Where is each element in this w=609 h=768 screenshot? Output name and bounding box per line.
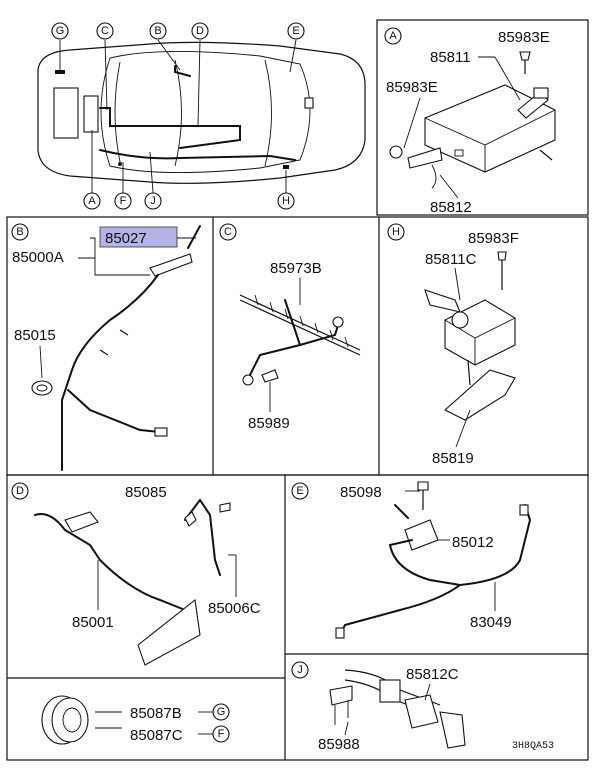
svg-text:J: J	[150, 195, 156, 207]
svg-text:85973B: 85973B	[270, 260, 322, 277]
svg-text:85983F: 85983F	[468, 230, 519, 247]
car-overview: G C B D E A F J H	[37, 22, 366, 210]
svg-text:D: D	[16, 485, 24, 497]
svg-text:83049: 83049	[470, 614, 512, 631]
overview-callout-D: D	[191, 22, 209, 40]
overview-callout-C: C	[96, 22, 114, 40]
overview-callout-J: J	[144, 192, 162, 210]
highlight-box	[99, 226, 178, 248]
svg-text:85819: 85819	[432, 450, 474, 467]
svg-text:C: C	[224, 226, 232, 238]
svg-text:85000A: 85000A	[12, 249, 64, 266]
svg-text:G: G	[217, 706, 226, 718]
svg-text:G: G	[56, 25, 65, 37]
overview-callout-B: B	[149, 22, 167, 40]
svg-text:D: D	[196, 25, 204, 37]
svg-text:B: B	[154, 25, 161, 37]
svg-text:85989: 85989	[248, 415, 290, 432]
svg-text:85811: 85811	[430, 49, 471, 66]
panel-H: H 85983F 85811C 85819	[387, 223, 519, 467]
svg-text:85001: 85001	[72, 614, 114, 631]
panel-J: J 85812C 85988 3H8QA53	[291, 661, 554, 753]
svg-text:A: A	[88, 195, 96, 207]
svg-text:85812C: 85812C	[406, 666, 459, 683]
svg-text:F: F	[218, 728, 225, 740]
svg-text:E: E	[296, 485, 303, 497]
svg-text:85812: 85812	[430, 199, 472, 216]
svg-text:85098: 85098	[340, 484, 382, 501]
panel-F: 85087B 85087C G F	[41, 695, 230, 745]
overview-callout-G: H	[277, 192, 295, 210]
panels-row3-frame	[6, 474, 589, 761]
svg-text:H: H	[282, 195, 290, 207]
svg-text:85087C: 85087C	[130, 727, 183, 744]
svg-text:3H8QA53: 3H8QA53	[512, 741, 554, 752]
svg-text:85006C: 85006C	[208, 600, 261, 617]
panel-A-frame	[376, 19, 589, 216]
svg-text:C: C	[101, 25, 109, 37]
overview-callout-E: E	[287, 22, 305, 40]
panel-B: B 85027 85000A 85015	[11, 223, 201, 471]
panel-A: A 85811 85983E 85983E 85812	[384, 27, 556, 216]
svg-text:F: F	[120, 195, 127, 207]
panel-E: E 85098 85012 83049	[291, 481, 532, 639]
svg-text:85085: 85085	[125, 484, 167, 501]
overview-callout-F: F	[114, 192, 132, 210]
svg-text:A: A	[389, 30, 397, 42]
overview-callout-A: A	[83, 192, 101, 210]
svg-text:85015: 85015	[14, 327, 56, 344]
svg-text:B: B	[16, 226, 23, 238]
panel-D: D 85085 85001 85006C	[11, 482, 261, 666]
svg-text:85027: 85027	[105, 230, 147, 247]
svg-text:85811C: 85811C	[425, 251, 477, 268]
svg-text:85012: 85012	[452, 534, 494, 551]
panel-C: C 85973B 85989	[219, 223, 361, 432]
svg-text:85983E: 85983E	[386, 79, 438, 96]
svg-text:85983E: 85983E	[498, 29, 550, 46]
svg-text:E: E	[292, 25, 299, 37]
overview-callout-H: G	[51, 22, 69, 40]
svg-text:85988: 85988	[318, 736, 360, 753]
svg-text:H: H	[392, 226, 400, 238]
svg-text:J: J	[297, 664, 303, 676]
svg-text:85087B: 85087B	[130, 705, 182, 722]
